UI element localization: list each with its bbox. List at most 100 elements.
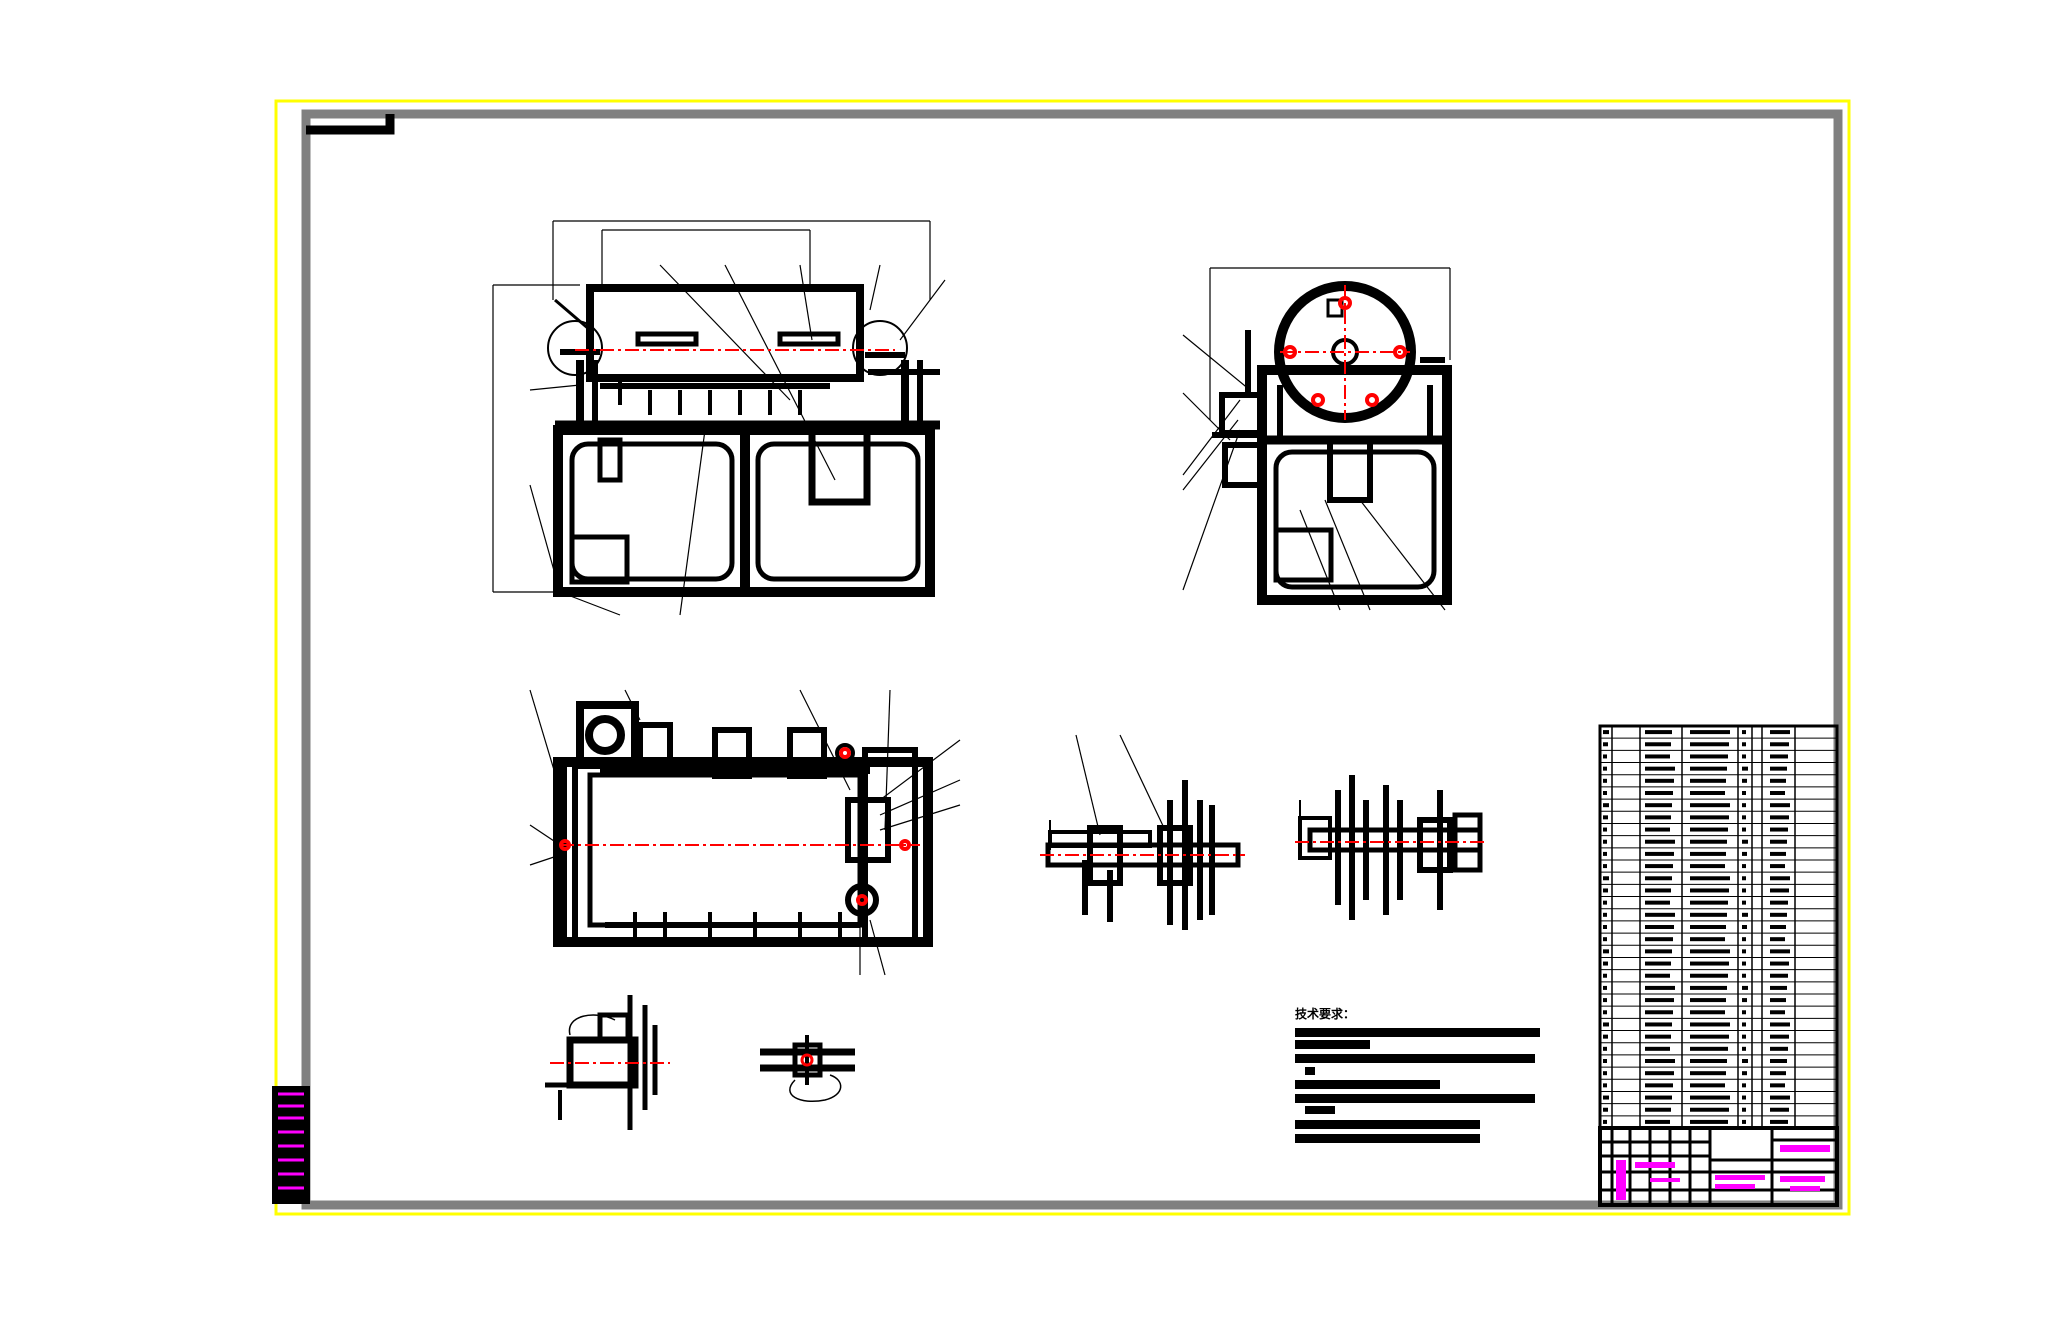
parts-list-mark	[1645, 985, 1675, 990]
parts-list-mark	[1645, 791, 1673, 795]
parts-list-mark	[1603, 1095, 1609, 1100]
parts-list-mark	[1770, 888, 1789, 893]
parts-list-mark	[1645, 1083, 1673, 1088]
parts-list-mark	[1603, 1059, 1607, 1063]
parts-list-mark	[1690, 1071, 1726, 1076]
parts-list-mark	[1690, 827, 1728, 832]
side-view	[1182, 267, 1452, 611]
parts-list-mark	[1742, 1119, 1746, 1124]
parts-list-mark	[1770, 900, 1788, 905]
parts-list-mark	[1770, 730, 1790, 735]
parts-list-mark	[1603, 1022, 1609, 1027]
parts-list-mark	[1770, 949, 1790, 954]
parts-list-mark	[1770, 998, 1786, 1003]
parts-list-mark	[1603, 1071, 1607, 1076]
parts-list-mark	[1690, 864, 1725, 869]
parts-list-mark	[1690, 912, 1727, 917]
parts-list-mark	[1690, 973, 1728, 978]
parts-list-mark	[1770, 1046, 1788, 1051]
top-view	[529, 689, 961, 976]
parts-list-mark	[1690, 803, 1730, 808]
parts-list-mark	[1645, 803, 1672, 808]
parts-list-mark	[1690, 985, 1727, 990]
parts-list-mark	[1690, 1046, 1728, 1051]
parts-list-mark	[1603, 827, 1607, 832]
parts-list-mark	[1645, 888, 1671, 893]
parts-list-mark	[1690, 1095, 1730, 1100]
parts-list-mark	[1770, 766, 1787, 771]
parts-list-mark	[1645, 1107, 1671, 1112]
parts-list-mark	[1742, 1059, 1748, 1063]
parts-list-mark	[1742, 1034, 1746, 1039]
parts-list-mark	[1770, 839, 1787, 844]
parts-list-mark	[1645, 949, 1672, 954]
parts-list-mark	[1645, 937, 1673, 942]
parts-list-mark	[1742, 949, 1746, 954]
parts-list-mark	[1645, 1010, 1673, 1015]
parts-list-mark	[1742, 1071, 1747, 1076]
parts-list-mark	[1645, 1119, 1670, 1124]
parts-list-mark	[1603, 912, 1607, 917]
parts-list-mark	[1770, 851, 1786, 856]
parts-list-mark	[1690, 1034, 1729, 1039]
parts-list-mark	[1770, 864, 1785, 869]
parts-list-mark	[1742, 851, 1747, 856]
parts-list-mark	[1770, 791, 1785, 795]
parts-list-mark	[1770, 827, 1788, 832]
parts-list-mark	[1770, 1010, 1785, 1015]
title-block	[1598, 1126, 1839, 1207]
parts-list-mark	[1603, 1107, 1608, 1112]
parts-list-mark	[1770, 742, 1789, 747]
parts-list-mark	[1645, 839, 1675, 844]
requirement-lines	[1295, 1028, 1540, 1143]
parts-list-mark	[1742, 1046, 1746, 1051]
parts-list-mark	[1690, 900, 1728, 905]
parts-list-mark	[1603, 754, 1607, 759]
parts-list-mark	[1742, 961, 1746, 966]
parts-list-mark	[1742, 937, 1746, 942]
parts-list-mark	[1645, 1046, 1670, 1051]
parts-list-mark	[1742, 827, 1746, 832]
technical-requirements: 技术要求：	[1295, 1006, 1540, 1143]
parts-list-mark	[1742, 912, 1748, 917]
parts-list-mark	[1770, 937, 1785, 942]
parts-list-mark	[1645, 1034, 1671, 1039]
parts-list-mark	[1603, 730, 1609, 735]
parts-list-mark	[1603, 742, 1608, 747]
parts-list-mark	[1690, 888, 1729, 893]
parts-list-mark	[1603, 803, 1609, 808]
parts-list-mark	[1645, 925, 1674, 929]
parts-list-mark	[1603, 839, 1607, 844]
binding-strip	[272, 1086, 310, 1204]
parts-list-mark	[1770, 876, 1790, 881]
parts-list-mark	[1690, 1119, 1728, 1124]
parts-list-mark	[1603, 791, 1607, 795]
parts-list-mark	[1770, 1071, 1786, 1076]
parts-list-mark	[1690, 778, 1726, 783]
parts-list-mark	[1742, 876, 1746, 881]
parts-list-mark	[1770, 1083, 1785, 1088]
detail-small-right	[760, 1035, 855, 1102]
parts-list-mark	[1645, 998, 1674, 1003]
parts-list-mark	[1603, 985, 1607, 990]
parts-list-mark	[1690, 851, 1726, 856]
parts-list-mark	[1603, 1119, 1607, 1124]
parts-list-mark	[1742, 815, 1746, 820]
parts-list-mark	[1690, 1059, 1727, 1063]
parts-list-mark	[1645, 864, 1673, 869]
parts-list-mark	[1690, 730, 1730, 735]
parts-list-mark	[1742, 900, 1746, 905]
parts-list-mark	[1645, 754, 1670, 759]
parts-list-mark	[1603, 876, 1609, 881]
parts-list-mark	[1742, 803, 1746, 808]
parts-list-mark	[1742, 754, 1746, 759]
parts-list-mark	[1603, 1083, 1607, 1088]
parts-list-mark	[1645, 961, 1671, 966]
parts-list-mark	[1603, 864, 1607, 869]
parts-list-mark	[1603, 925, 1607, 929]
parts-list-mark	[1742, 973, 1746, 978]
parts-list-mark	[1770, 1059, 1787, 1063]
parts-list-mark	[1603, 949, 1609, 954]
parts-list-mark	[1603, 778, 1607, 783]
